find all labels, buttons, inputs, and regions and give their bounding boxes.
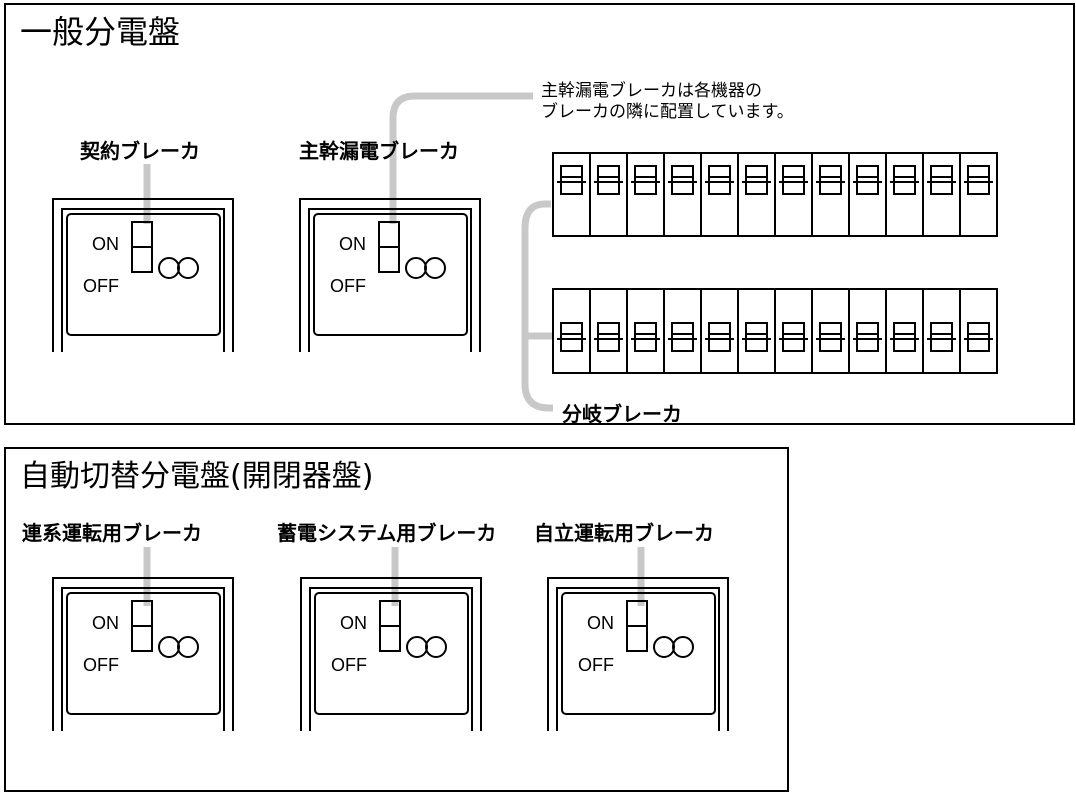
on-text: ON — [340, 613, 367, 633]
storage-system-breaker: ON OFF — [300, 577, 482, 731]
breaker-housing-icon — [299, 198, 481, 352]
off-text: OFF — [578, 655, 614, 675]
off-text: OFF — [331, 655, 367, 675]
on-text: ON — [587, 613, 614, 633]
main-leakage-breaker-label: 主幹漏電ブレーカ — [299, 139, 459, 163]
grid-connect-breaker: ON OFF — [52, 577, 234, 731]
storage-system-breaker-label: 蓄電システム用ブレーカ — [277, 521, 497, 545]
breaker-housing-icon — [52, 577, 234, 731]
contract-breaker: ON OFF — [52, 198, 234, 352]
branch-breaker-label: 分岐ブレーカ — [562, 402, 682, 426]
self-sustain-breaker: ON OFF — [547, 577, 729, 731]
on-text: ON — [339, 234, 366, 254]
panel-title-general: 一般分電盤 — [20, 13, 181, 51]
off-text: OFF — [330, 276, 366, 296]
breaker-housing-icon — [300, 577, 482, 731]
grid-connect-breaker-label: 連系運転用ブレーカ — [22, 521, 202, 545]
note-line-1: 主幹漏電ブレーカは各機器の — [541, 81, 762, 101]
breaker-housing-icon — [547, 577, 729, 731]
main-leakage-breaker: ON OFF — [299, 198, 481, 352]
contract-breaker-label: 契約ブレーカ — [80, 139, 200, 163]
panel-title-auto: 自動切替分電盤(開閉器盤) — [20, 459, 374, 494]
self-sustain-breaker-label: 自立運転用ブレーカ — [534, 521, 714, 545]
note-line-2: ブレーカの隣に配置しています。 — [541, 102, 794, 122]
off-text: OFF — [83, 276, 119, 296]
on-text: ON — [92, 234, 119, 254]
off-text: OFF — [83, 655, 119, 675]
breaker-housing-icon — [52, 198, 234, 352]
on-text: ON — [92, 613, 119, 633]
